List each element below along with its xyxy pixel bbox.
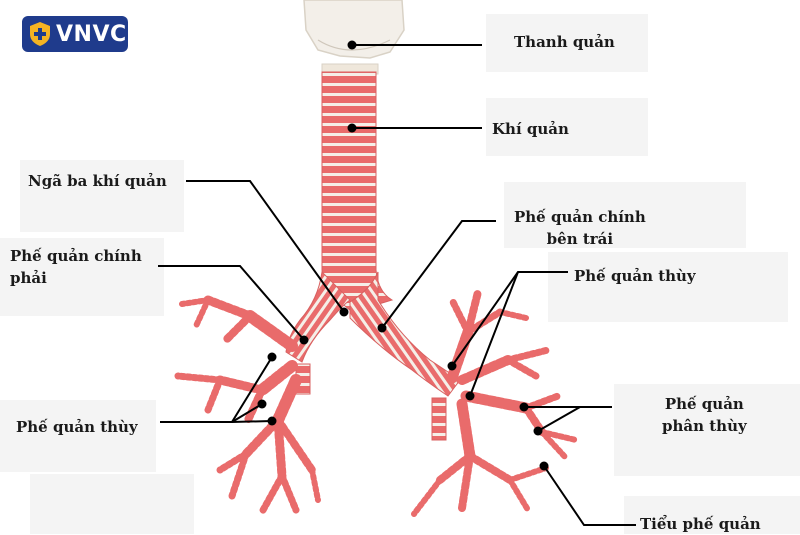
label-box [486, 98, 648, 156]
label-box [0, 400, 156, 472]
label-pq-thuy-left: Phế quản thùy [574, 267, 696, 285]
label-box [0, 238, 164, 316]
pointer-dots [257, 40, 549, 471]
label-pq-thuy-right: Phế quản thùy [16, 418, 138, 436]
label-box [548, 252, 788, 322]
label-pq-chinh-trai: Phế quản chính bên trái [514, 208, 646, 248]
shield-icon [30, 22, 50, 46]
label-box [504, 182, 746, 248]
logo-text: VNVC [56, 21, 127, 47]
larynx [303, 0, 405, 75]
label-box [20, 160, 184, 232]
label-box [614, 384, 800, 476]
label-khi-quan: Khí quản [492, 120, 569, 138]
label-pq-chinh-phai: Phế quản chính phải [10, 247, 142, 287]
label-tieu-pq: Tiểu phế quản [640, 515, 761, 533]
right-lung-branches [174, 295, 321, 516]
label-box [30, 474, 194, 534]
label-pq-phan-thuy: Phế quản phân thùy [662, 395, 747, 435]
label-box [624, 496, 800, 534]
leader-lines [158, 44, 636, 526]
label-nga-ba-khi-quan: Ngã ba khí quản [28, 172, 167, 190]
label-thanh-quan: Thanh quản [514, 33, 615, 51]
label-box [486, 14, 648, 72]
trachea [321, 71, 394, 313]
vnvc-logo: VNVC [22, 16, 128, 52]
